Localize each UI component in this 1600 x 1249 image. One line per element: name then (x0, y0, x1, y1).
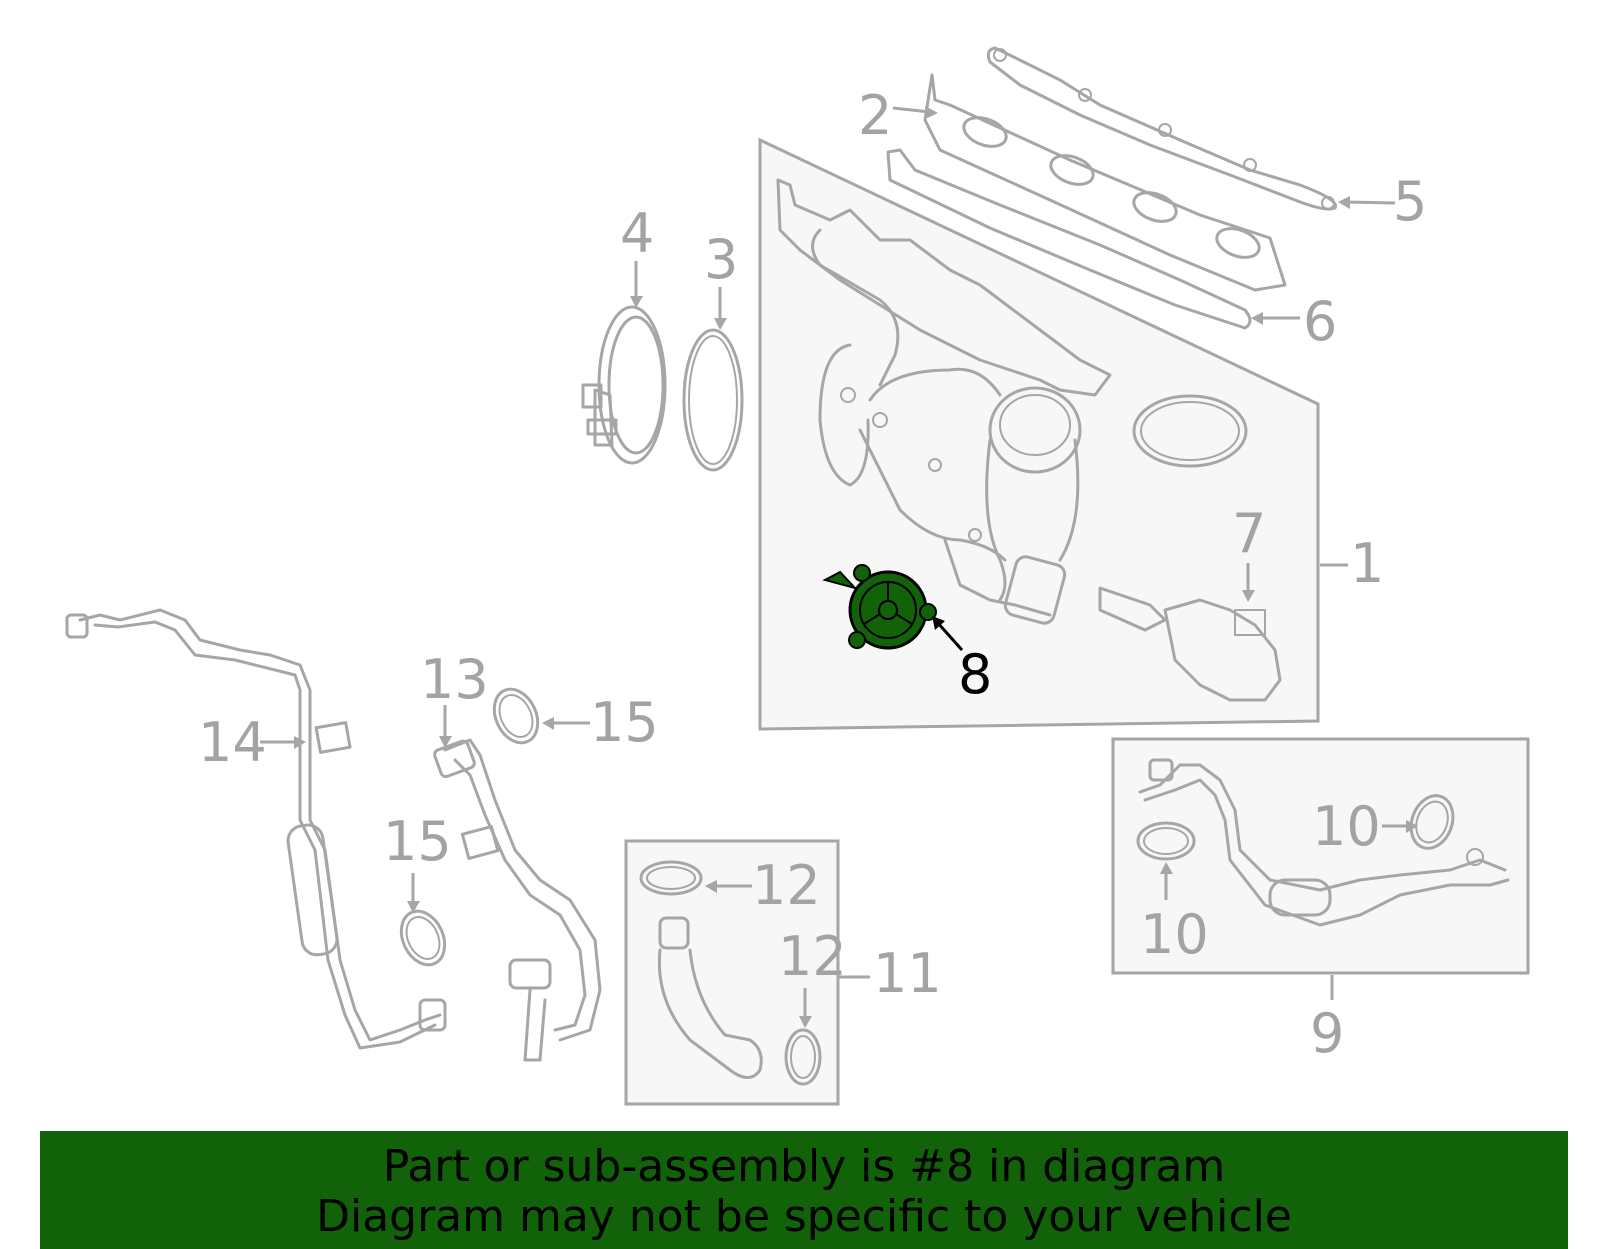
callout-12-upper: 12 (752, 854, 821, 917)
part-12-ring-upper-inner (646, 866, 696, 890)
part-12-ring-lower-inner (790, 1035, 816, 1079)
banner-line-2: Diagram may not be specific to your vehi… (316, 1191, 1292, 1242)
turbo-outlet-ring (1132, 394, 1248, 468)
callout-14: 14 (198, 711, 267, 774)
callout-15-lower: 15 (383, 810, 452, 873)
callout-5: 5 (1393, 170, 1427, 233)
part-10-ring-left (1136, 821, 1196, 861)
callout-3: 3 (704, 228, 738, 291)
callout-10-lower: 10 (1140, 903, 1209, 966)
callout-4: 4 (620, 202, 654, 265)
part-12-ring-upper (639, 860, 703, 896)
info-banner: Part or sub-assembly is #8 in diagram Di… (40, 1131, 1568, 1249)
part-15-ring-upper-inner (498, 694, 534, 738)
callout-8: 8 (958, 643, 992, 706)
part-7-actuator (1098, 586, 1282, 702)
part-12-ring-lower (784, 1028, 822, 1086)
leader-lines (260, 106, 1418, 1028)
part-3-ring (682, 328, 744, 472)
turbo-outlet-ring-inner (1140, 401, 1240, 461)
part-10-ring-right (1409, 794, 1455, 850)
part-8-highlighted (822, 564, 937, 650)
banner-line-1: Part or sub-assembly is #8 in diagram (382, 1141, 1226, 1192)
callout-2: 2 (858, 84, 892, 147)
callout-12-lower: 12 (778, 925, 847, 988)
part-6-gasket-strip (886, 148, 1252, 330)
callout-10-upper: 10 (1312, 795, 1381, 858)
part-4-clamp (581, 305, 667, 465)
part-15-ring-upper (492, 687, 540, 745)
turbocharger-body (776, 178, 1112, 625)
part-14-pipe (65, 608, 447, 1050)
part-13-pipe (433, 738, 602, 1062)
part-10-ring-right-inner (1415, 800, 1449, 844)
part-15-ring-lower-inner (405, 916, 441, 960)
callout-13: 13 (420, 648, 489, 711)
part-15-ring-lower (399, 909, 447, 967)
callout-6: 6 (1303, 290, 1337, 353)
callout-1: 1 (1350, 532, 1384, 595)
part-11-pipe (657, 916, 763, 1079)
part-2-gasket (923, 73, 1287, 292)
part-5-gasket (986, 46, 1337, 211)
callout-15-upper: 15 (590, 691, 659, 754)
part-10-ring-left-inner (1143, 827, 1189, 855)
part-3-ring-inner (688, 335, 738, 465)
callout-7: 7 (1232, 502, 1266, 565)
callout-11: 11 (873, 942, 942, 1005)
callout-9: 9 (1310, 1002, 1344, 1065)
part-9-pipe (1138, 758, 1510, 927)
